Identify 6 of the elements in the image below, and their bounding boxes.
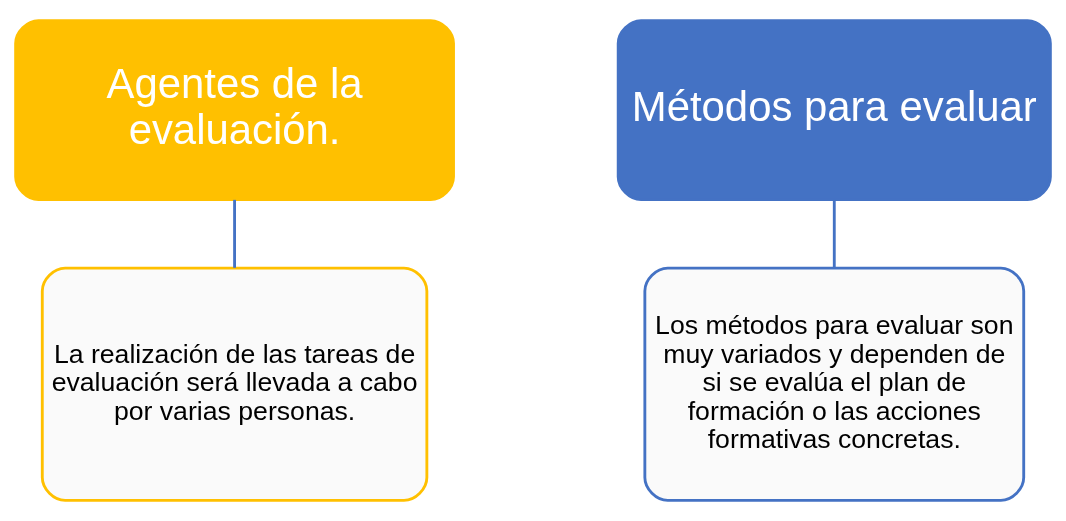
connector (832, 199, 836, 268)
node-box: Agentes de la evaluación. (14, 19, 455, 201)
connector (233, 199, 236, 268)
node-box: Métodos para evaluar (616, 19, 1052, 201)
node-box: Los métodos para evaluar son muy variados y dependen de si se evalúa el plan de formación o las acciones formativas concretas. (643, 266, 1026, 502)
node-box: La realización de las tareas de evaluación será llevada a cabo por varias personas. (40, 266, 429, 502)
